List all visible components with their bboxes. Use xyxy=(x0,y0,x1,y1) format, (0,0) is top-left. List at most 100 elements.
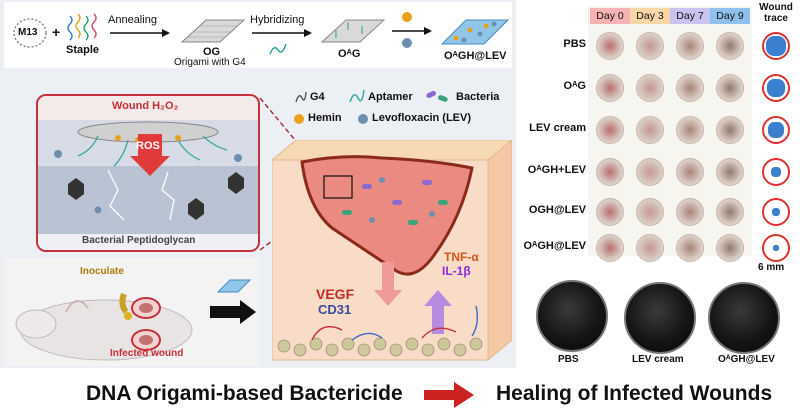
wound-trace xyxy=(762,234,790,262)
staple-label: Staple xyxy=(66,44,100,56)
ros-arrow-icon xyxy=(130,134,170,176)
group-label-oag: OᴬG xyxy=(563,80,586,92)
treatment-arrow-icon xyxy=(210,300,256,324)
red-arrow-icon xyxy=(424,382,474,408)
legend-hemin: Hemin xyxy=(308,112,342,124)
assembly-strip: M13 + Staple Annealing OG Origami with G… xyxy=(4,2,512,68)
day-header-0: Day 0 xyxy=(590,8,630,24)
tissue-illustration xyxy=(272,140,512,362)
oag-origami-icon xyxy=(320,19,386,43)
annealing-arrow-icon xyxy=(110,29,170,37)
legend: G4 Aptamer Bacteria Hemin Levofloxacin (… xyxy=(268,86,512,136)
oagh-lev-label: OᴬGH@LEV xyxy=(444,50,507,62)
inset-illustration xyxy=(38,121,258,234)
wound-trace xyxy=(762,116,790,144)
inset-footer-band xyxy=(38,234,258,250)
wound-photo xyxy=(596,116,624,144)
inoculate-label: Inoculate xyxy=(80,266,124,277)
wound-h2o2-label: Wound H₂O₂ xyxy=(112,100,179,112)
results-panel: Day 0 Day 3 Day 7 Day 9 Wound trace PBS … xyxy=(522,0,800,368)
hybridizing-arrow-icon xyxy=(252,29,312,37)
wound-photo xyxy=(676,74,704,102)
wound-trace xyxy=(762,74,790,102)
day-header-9: Day 9 xyxy=(710,8,750,24)
wound-photo xyxy=(676,198,704,226)
tissue-block: VEGF CD31 TNF-α IL-1β xyxy=(272,140,512,364)
og-label: OG xyxy=(203,46,221,58)
wound-photo xyxy=(596,32,624,60)
wound-trace-title: Wound trace xyxy=(759,2,793,24)
wound-photo xyxy=(716,116,744,144)
wound-trace xyxy=(762,32,790,60)
day-header-7: Day 7 xyxy=(670,8,710,24)
vegf-label: VEGF xyxy=(316,286,355,302)
bottom-caption-bar: DNA Origami-based Bactericide Healing of… xyxy=(0,372,800,416)
group-label-oagh-plus-lev: OᴬGH+LEV xyxy=(527,164,586,176)
m13-label: M13 xyxy=(18,27,38,38)
mouse-illustration xyxy=(15,292,193,361)
wound-photo xyxy=(636,116,664,144)
mouse-model-panel: Inoculate Infected wound xyxy=(4,258,260,366)
wound-photo xyxy=(716,198,744,226)
wound-trace xyxy=(762,198,790,226)
hemin-dot-icon xyxy=(402,12,412,22)
group-label-lev-cream: LEV cream xyxy=(529,122,586,134)
wound-photo xyxy=(676,158,704,186)
agar-plate-pbs xyxy=(536,280,608,352)
wound-photo xyxy=(636,158,664,186)
left-caption: DNA Origami-based Bactericide xyxy=(86,382,403,405)
aptamer-legend-icon xyxy=(349,89,365,103)
group-label-oagh-lev: OᴬGH@LEV xyxy=(523,240,586,252)
wound-trace xyxy=(762,158,790,186)
wound-photo xyxy=(716,234,744,262)
right-caption: Healing of Infected Wounds xyxy=(496,382,773,405)
wound-photo xyxy=(636,32,664,60)
agar-plate-oagh-lev xyxy=(708,282,780,354)
wound-photo xyxy=(636,234,664,262)
staple-strands-icon xyxy=(67,13,97,41)
annealing-label: Annealing xyxy=(108,14,157,26)
wound-photo xyxy=(596,198,624,226)
infected-wound-label: Infected wound xyxy=(110,348,184,359)
g4-legend-icon xyxy=(295,91,307,103)
wound-photo xyxy=(676,234,704,262)
wound-photo xyxy=(596,234,624,262)
wound-photo xyxy=(716,32,744,60)
treatment-origami-icon xyxy=(216,279,252,293)
inset-header-band xyxy=(38,96,258,120)
day-header-3: Day 3 xyxy=(630,8,670,24)
wound-photo xyxy=(716,74,744,102)
wound-photo xyxy=(596,74,624,102)
wound-photo xyxy=(596,158,624,186)
legend-bacteria: Bacteria xyxy=(456,91,500,103)
tnf-alpha-label: TNF-α xyxy=(444,250,479,264)
legend-aptamer: Aptamer xyxy=(368,91,413,103)
cd31-label: CD31 xyxy=(318,302,352,317)
loading-arrow-icon xyxy=(392,27,432,35)
hybridizing-label: Hybridizing xyxy=(250,14,305,26)
peptidoglycan-label: Bacterial Peptidoglycan xyxy=(82,235,196,246)
hemin-legend-icon xyxy=(294,114,304,124)
wound-photo xyxy=(716,158,744,186)
agar-plate-lev-cream xyxy=(624,282,696,354)
legend-levofloxacin: Levofloxacin (LEV) xyxy=(372,112,472,124)
wound-photo xyxy=(636,198,664,226)
group-label-pbs: PBS xyxy=(563,38,586,50)
plate-label-pbs: PBS xyxy=(558,354,579,365)
m13-scaffold-icon xyxy=(13,18,47,48)
aptamer-strand-icon xyxy=(269,43,287,55)
wound-photo xyxy=(676,116,704,144)
og-origami-icon xyxy=(180,19,246,43)
og-caption: Origami with G4 xyxy=(174,57,246,68)
mechanism-inset: Wound H₂O₂ ROS Bacterial Peptidoglycan xyxy=(36,94,260,252)
lev-legend-icon xyxy=(358,114,368,124)
wound-photo xyxy=(636,74,664,102)
wound-photo xyxy=(676,32,704,60)
scale-bar-label: 6 mm xyxy=(758,262,785,273)
legend-g4: G4 xyxy=(310,91,325,103)
ros-label: ROS xyxy=(136,140,160,152)
bacteria-legend-icon xyxy=(426,90,448,102)
plus-sign: + xyxy=(52,24,61,40)
oag-label: OᴬG xyxy=(338,48,361,60)
il1b-label: IL-1β xyxy=(442,264,471,278)
